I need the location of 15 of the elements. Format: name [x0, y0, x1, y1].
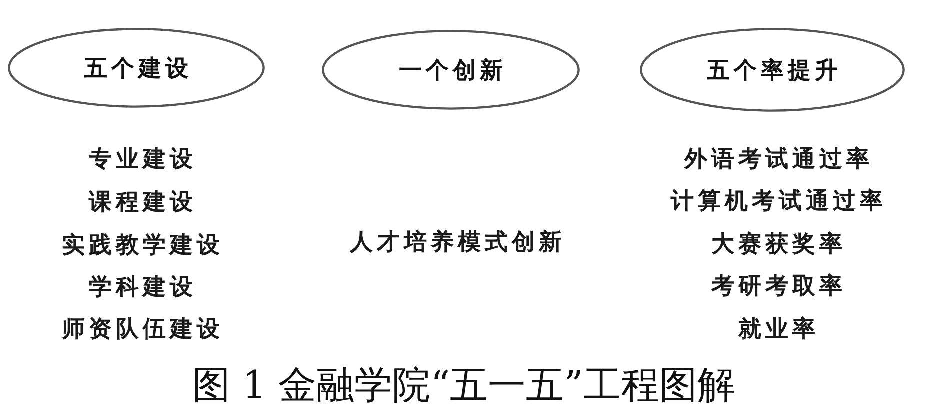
list-item: 人才培养模式创新 — [348, 230, 566, 256]
category-ellipse: 五个率提升 — [640, 28, 905, 112]
list-item: 课程建设 — [88, 190, 197, 216]
figure-caption: 图 1 金融学院“五一五”工程图解 — [192, 366, 736, 406]
list-item: 专业建设 — [88, 147, 197, 173]
list-item: 考研考取率 — [710, 274, 846, 300]
list-item: 大赛获奖率 — [710, 232, 846, 258]
list-item: 计算机考试通过率 — [670, 189, 887, 215]
list-item: 学科建设 — [88, 275, 197, 301]
list-item: 实践教学建设 — [61, 233, 224, 259]
category-ellipse: 一个创新 — [322, 30, 580, 110]
list-item: 就业率 — [737, 317, 820, 343]
category-ellipse: 五个建设 — [8, 28, 265, 108]
list-item: 师资队伍建设 — [61, 317, 224, 343]
list-item: 外语考试通过率 — [683, 147, 874, 173]
